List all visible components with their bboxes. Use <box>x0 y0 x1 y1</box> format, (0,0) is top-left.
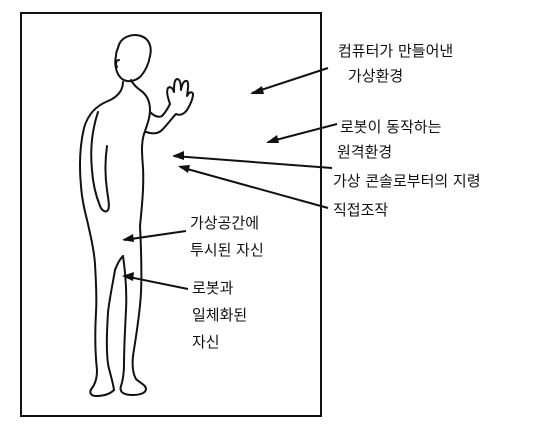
arrowhead-self-robot <box>122 272 134 281</box>
front-leg <box>121 226 146 395</box>
rear-leg-inner <box>107 270 115 390</box>
label-self-projected-line1: 가상공간에 <box>190 214 259 232</box>
arrow-console-command <box>174 156 332 168</box>
arrowhead-console-command <box>172 151 184 160</box>
frame-border <box>21 13 321 416</box>
crotch <box>115 256 123 270</box>
ear <box>116 60 119 67</box>
raised-arm-upper <box>150 104 170 117</box>
label-remote-environment-line2: 원격환경 <box>337 143 392 161</box>
label-virtual-environment-line1: 컴퓨터가 만들어낸 <box>338 42 453 60</box>
label-direct-manipulation: 직접조작 <box>333 201 388 219</box>
label-self-robot-line2: 일체화된 <box>192 306 247 324</box>
arrow-remote-environment <box>268 124 337 142</box>
label-self-projected-line2: 투시된 자신 <box>190 241 264 259</box>
label-virtual-console-command: 가상 콘솔로부터의 지령 <box>333 172 481 190</box>
arrowhead-direct-manipulation <box>178 165 190 173</box>
human-figure <box>80 35 193 396</box>
head <box>115 35 150 81</box>
label-remote-environment-line1: 로봇이 동작하는 <box>340 118 442 136</box>
label-virtual-environment-line2: 가상환경 <box>348 67 403 85</box>
arrow-virtual-environment <box>252 68 328 93</box>
raised-hand <box>167 79 193 115</box>
arrow-self-robot <box>124 276 188 289</box>
body-back-outline <box>80 82 123 396</box>
torso-front <box>131 80 150 226</box>
arrowhead-self-projected <box>122 234 134 242</box>
arrowhead-virtual-environment <box>250 86 264 94</box>
arrow-direct-manipulation <box>180 167 328 208</box>
arrowhead-remote-environment <box>266 135 279 143</box>
label-self-robot-line3: 자신 <box>192 333 220 351</box>
label-self-robot-line1: 로봇과 <box>192 279 234 297</box>
back-arm <box>91 112 109 211</box>
